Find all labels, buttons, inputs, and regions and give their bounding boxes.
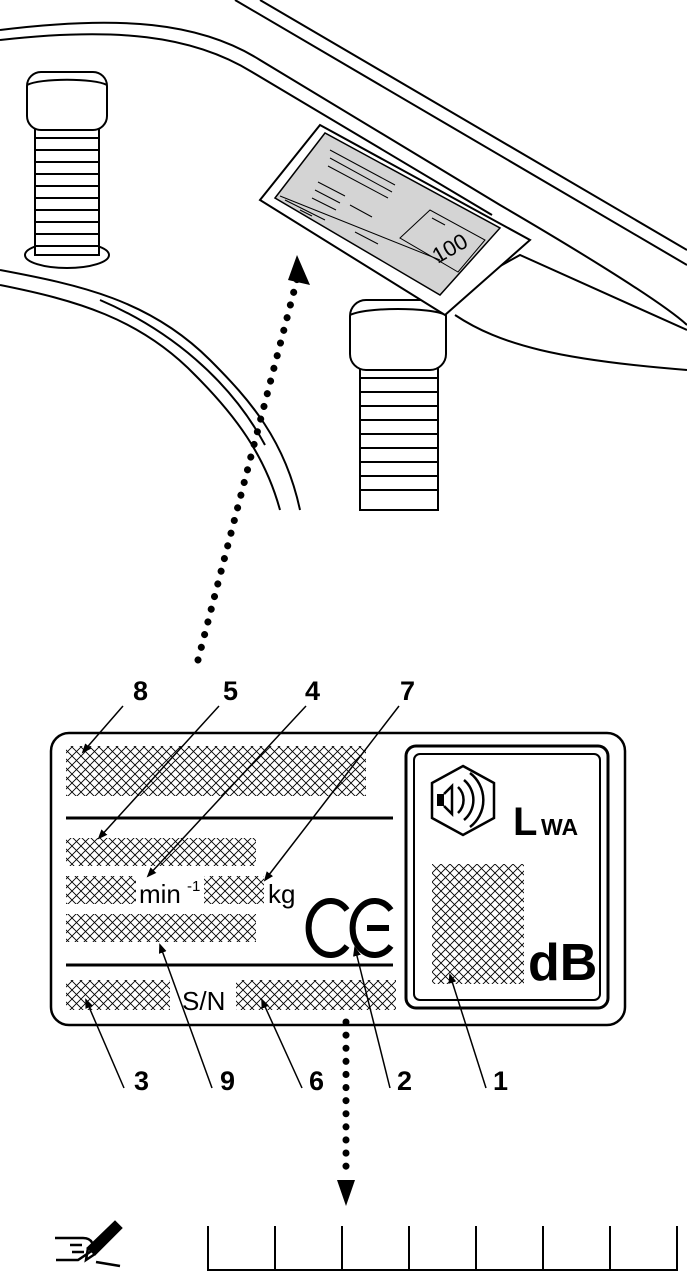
field-manufacturer — [66, 746, 366, 796]
serial-record-box — [207, 1226, 678, 1271]
field-year — [66, 914, 256, 942]
leader-lines — [81, 705, 487, 1089]
speed-exponent: -1 — [187, 878, 200, 895]
callout-1: 1 — [493, 1066, 508, 1096]
machine-plate: 100 — [258, 123, 532, 317]
callout-4: 4 — [305, 676, 320, 706]
speed-unit: min — [139, 879, 181, 909]
sound-symbol-l: L — [513, 800, 537, 844]
sound-power-box: L WA dB — [404, 744, 610, 1010]
right-spring-knob — [349, 299, 447, 511]
ce-mark — [305, 898, 394, 958]
loudspeaker-icon — [430, 764, 496, 837]
sound-symbol-wa: WA — [541, 814, 578, 840]
callout-2: 2 — [397, 1066, 412, 1096]
serial-record-arrowhead — [337, 1180, 355, 1206]
plate-location-pointer — [194, 264, 304, 664]
callout-8: 8 — [133, 676, 148, 706]
callout-3: 3 — [134, 1066, 149, 1096]
callout-7: 7 — [400, 676, 415, 706]
machine-illustration — [0, 0, 687, 511]
field-serial-number — [236, 980, 396, 1010]
field-weight — [204, 876, 264, 904]
weight-unit: kg — [268, 879, 295, 909]
field-speed — [66, 876, 136, 904]
field-article-number — [66, 980, 170, 1010]
field-sound-level — [432, 864, 524, 984]
callout-5: 5 — [223, 676, 238, 706]
serial-label: S/N — [182, 986, 225, 1016]
rating-plate: min -1 kg S/N — [49, 731, 627, 1027]
callout-9: 9 — [220, 1066, 235, 1096]
callout-6: 6 — [309, 1066, 324, 1096]
left-spring-knob — [24, 71, 110, 269]
sound-unit: dB — [528, 934, 597, 992]
hand-writing-icon — [55, 1220, 123, 1268]
plate-location-arrowhead — [288, 255, 310, 285]
